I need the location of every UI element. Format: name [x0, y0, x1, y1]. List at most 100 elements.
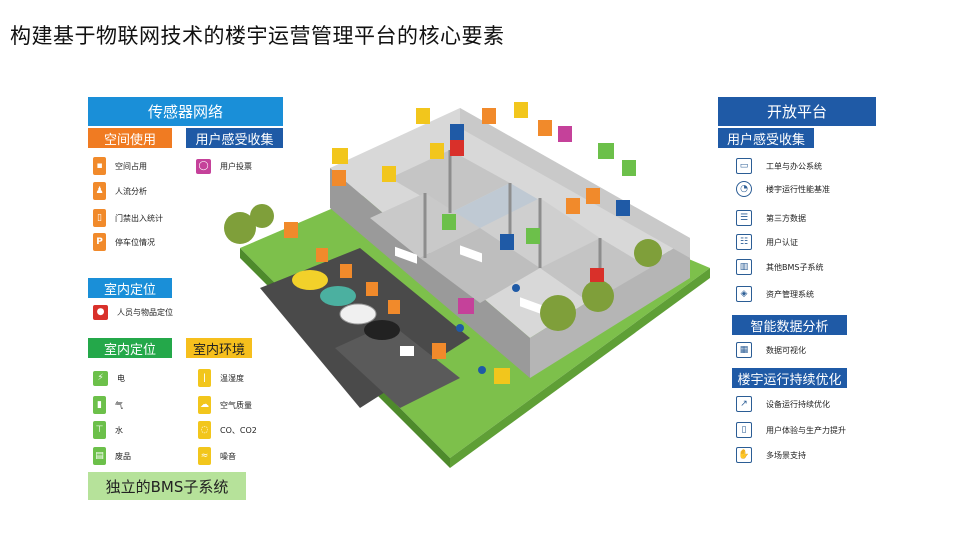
tree	[224, 212, 256, 244]
door-icon: ▯	[93, 209, 106, 227]
tree	[634, 239, 662, 267]
third-party-data-icon: ☰	[736, 210, 752, 226]
item-label: 用户投票	[220, 161, 252, 171]
list-item: ↗ 设备运行持续优化	[736, 396, 830, 412]
list-item: ⊤ 水	[93, 420, 123, 440]
item-label: 停车位情况	[115, 237, 155, 247]
list-item: ◯ 用户投票	[196, 156, 252, 176]
list-item: ▤ 废品	[93, 446, 131, 466]
list-item: ▥ 其他BMS子系统	[736, 259, 823, 275]
sensor-icon	[450, 140, 464, 156]
sensor-icon	[432, 343, 446, 359]
item-label: 温湿度	[220, 373, 244, 383]
list-item: ≈ 噪音	[198, 446, 236, 466]
sensor-icon	[494, 368, 510, 384]
sensor-icon	[482, 108, 496, 124]
user-feedback-header-right: 用户感受收集	[718, 128, 814, 148]
bar-chart-icon: ▦	[736, 342, 752, 358]
item-label: 工单与办公系统	[766, 161, 822, 171]
person	[456, 324, 464, 332]
ticket-monitor-icon: ▭	[736, 158, 752, 174]
sensor-icon	[450, 124, 464, 140]
hand-device-icon: ✋	[736, 447, 752, 463]
item-label: 第三方数据	[766, 213, 806, 223]
sensor-icon	[416, 108, 430, 124]
item-label: 电	[117, 373, 125, 383]
item-label: 其他BMS子系统	[766, 262, 824, 272]
list-item: ☷ 用户认证	[736, 234, 798, 250]
page-title: 构建基于物联网技术的楼宇运营管理平台的核心要素	[10, 24, 505, 48]
sensor-icon	[514, 102, 528, 118]
list-item: ǀ 温湿度	[198, 368, 244, 388]
car-black	[364, 320, 400, 340]
building-icon: ▥	[736, 259, 752, 275]
noise-icon: ≈	[198, 447, 211, 465]
sensor-icon	[382, 166, 396, 182]
sensor-icon	[458, 298, 474, 314]
item-label: 资产管理系统	[766, 289, 814, 299]
list-item: ◈ 资产管理系统	[736, 286, 814, 302]
sensor-icon	[586, 188, 600, 204]
sensor-icon	[332, 170, 346, 186]
speech-bubble-icon: ◯	[196, 158, 211, 174]
item-label: 空气质量	[220, 400, 252, 410]
item-label: 用户认证	[766, 237, 798, 247]
sensor-icon	[430, 143, 444, 159]
sensor-icon	[388, 300, 400, 314]
item-label: 废品	[115, 451, 131, 461]
indoor-location-energy-header: 室内定位	[88, 338, 172, 358]
smart-building-illustration	[224, 102, 710, 468]
item-label: 用户体验与生产力提升	[766, 425, 846, 435]
sensor-icon	[622, 160, 636, 176]
smart-data-analysis-header: 智能数据分析	[732, 315, 847, 335]
list-item: ◌ CO、CO2	[198, 420, 257, 440]
gas-cylinder-icon: ▮	[93, 396, 106, 414]
building-optimization-header: 楼宇运行持续优化	[732, 368, 847, 388]
indoor-location-header: 室内定位	[88, 278, 172, 298]
sensor-icon	[566, 198, 580, 214]
parking-icon: P	[93, 233, 106, 251]
open-platform-header: 开放平台	[718, 97, 876, 126]
tree	[250, 204, 274, 228]
list-item: ◔ 楼宇运行性能基准	[736, 181, 830, 197]
sensor-icon	[332, 148, 348, 164]
item-label: 空间占用	[115, 161, 147, 171]
item-label: 水	[115, 425, 123, 435]
user-feedback-header-left: 用户感受收集	[186, 128, 283, 148]
list-item: ✋ 多场景支持	[736, 447, 806, 463]
bms-subsystem-footer: 独立的BMS子系统	[88, 472, 246, 500]
sensor-icon	[442, 214, 456, 230]
item-label: 人流分析	[115, 186, 147, 196]
location-pin-icon: ●	[93, 304, 108, 320]
sensor-icon	[590, 268, 604, 282]
mobile-device-icon: ▯	[736, 422, 752, 438]
sensor-icon	[500, 234, 514, 250]
sensor-icon	[558, 126, 572, 142]
trash-bin-icon: ▤	[93, 447, 106, 465]
gauge-icon: ◔	[736, 181, 752, 197]
list-item: ▭ 工单与办公系统	[736, 158, 822, 174]
cloud-icon: ☁	[198, 396, 211, 414]
item-label: 噪音	[220, 451, 236, 461]
car-white	[339, 303, 377, 325]
sensor-icon	[340, 264, 352, 278]
sensor-network-header: 传感器网络	[88, 97, 283, 126]
thermometer-icon: ǀ	[198, 369, 211, 387]
car-teal	[320, 286, 356, 306]
item-label: 门禁出入统计	[115, 213, 163, 223]
list-item: ▯ 用户体验与生产力提升	[736, 422, 846, 438]
indoor-environment-header: 室内环境	[186, 338, 252, 358]
walking-person-icon: ♟	[93, 182, 106, 200]
seat-icon: ▪	[93, 157, 106, 175]
sensor-icon	[316, 248, 328, 262]
list-item: ▮ 气	[93, 395, 123, 415]
tree	[540, 295, 576, 331]
list-item: ♟ 人流分析	[93, 181, 147, 201]
sensor-icon	[526, 228, 540, 244]
faucet-icon: ⊤	[93, 421, 106, 439]
list-item: ▯ 门禁出入统计	[93, 208, 163, 228]
plug-icon: ⚡	[93, 370, 108, 386]
list-item: ● 人员与物品定位	[93, 302, 173, 322]
trend-line-icon: ↗	[736, 396, 752, 412]
asset-cube-icon: ◈	[736, 286, 752, 302]
